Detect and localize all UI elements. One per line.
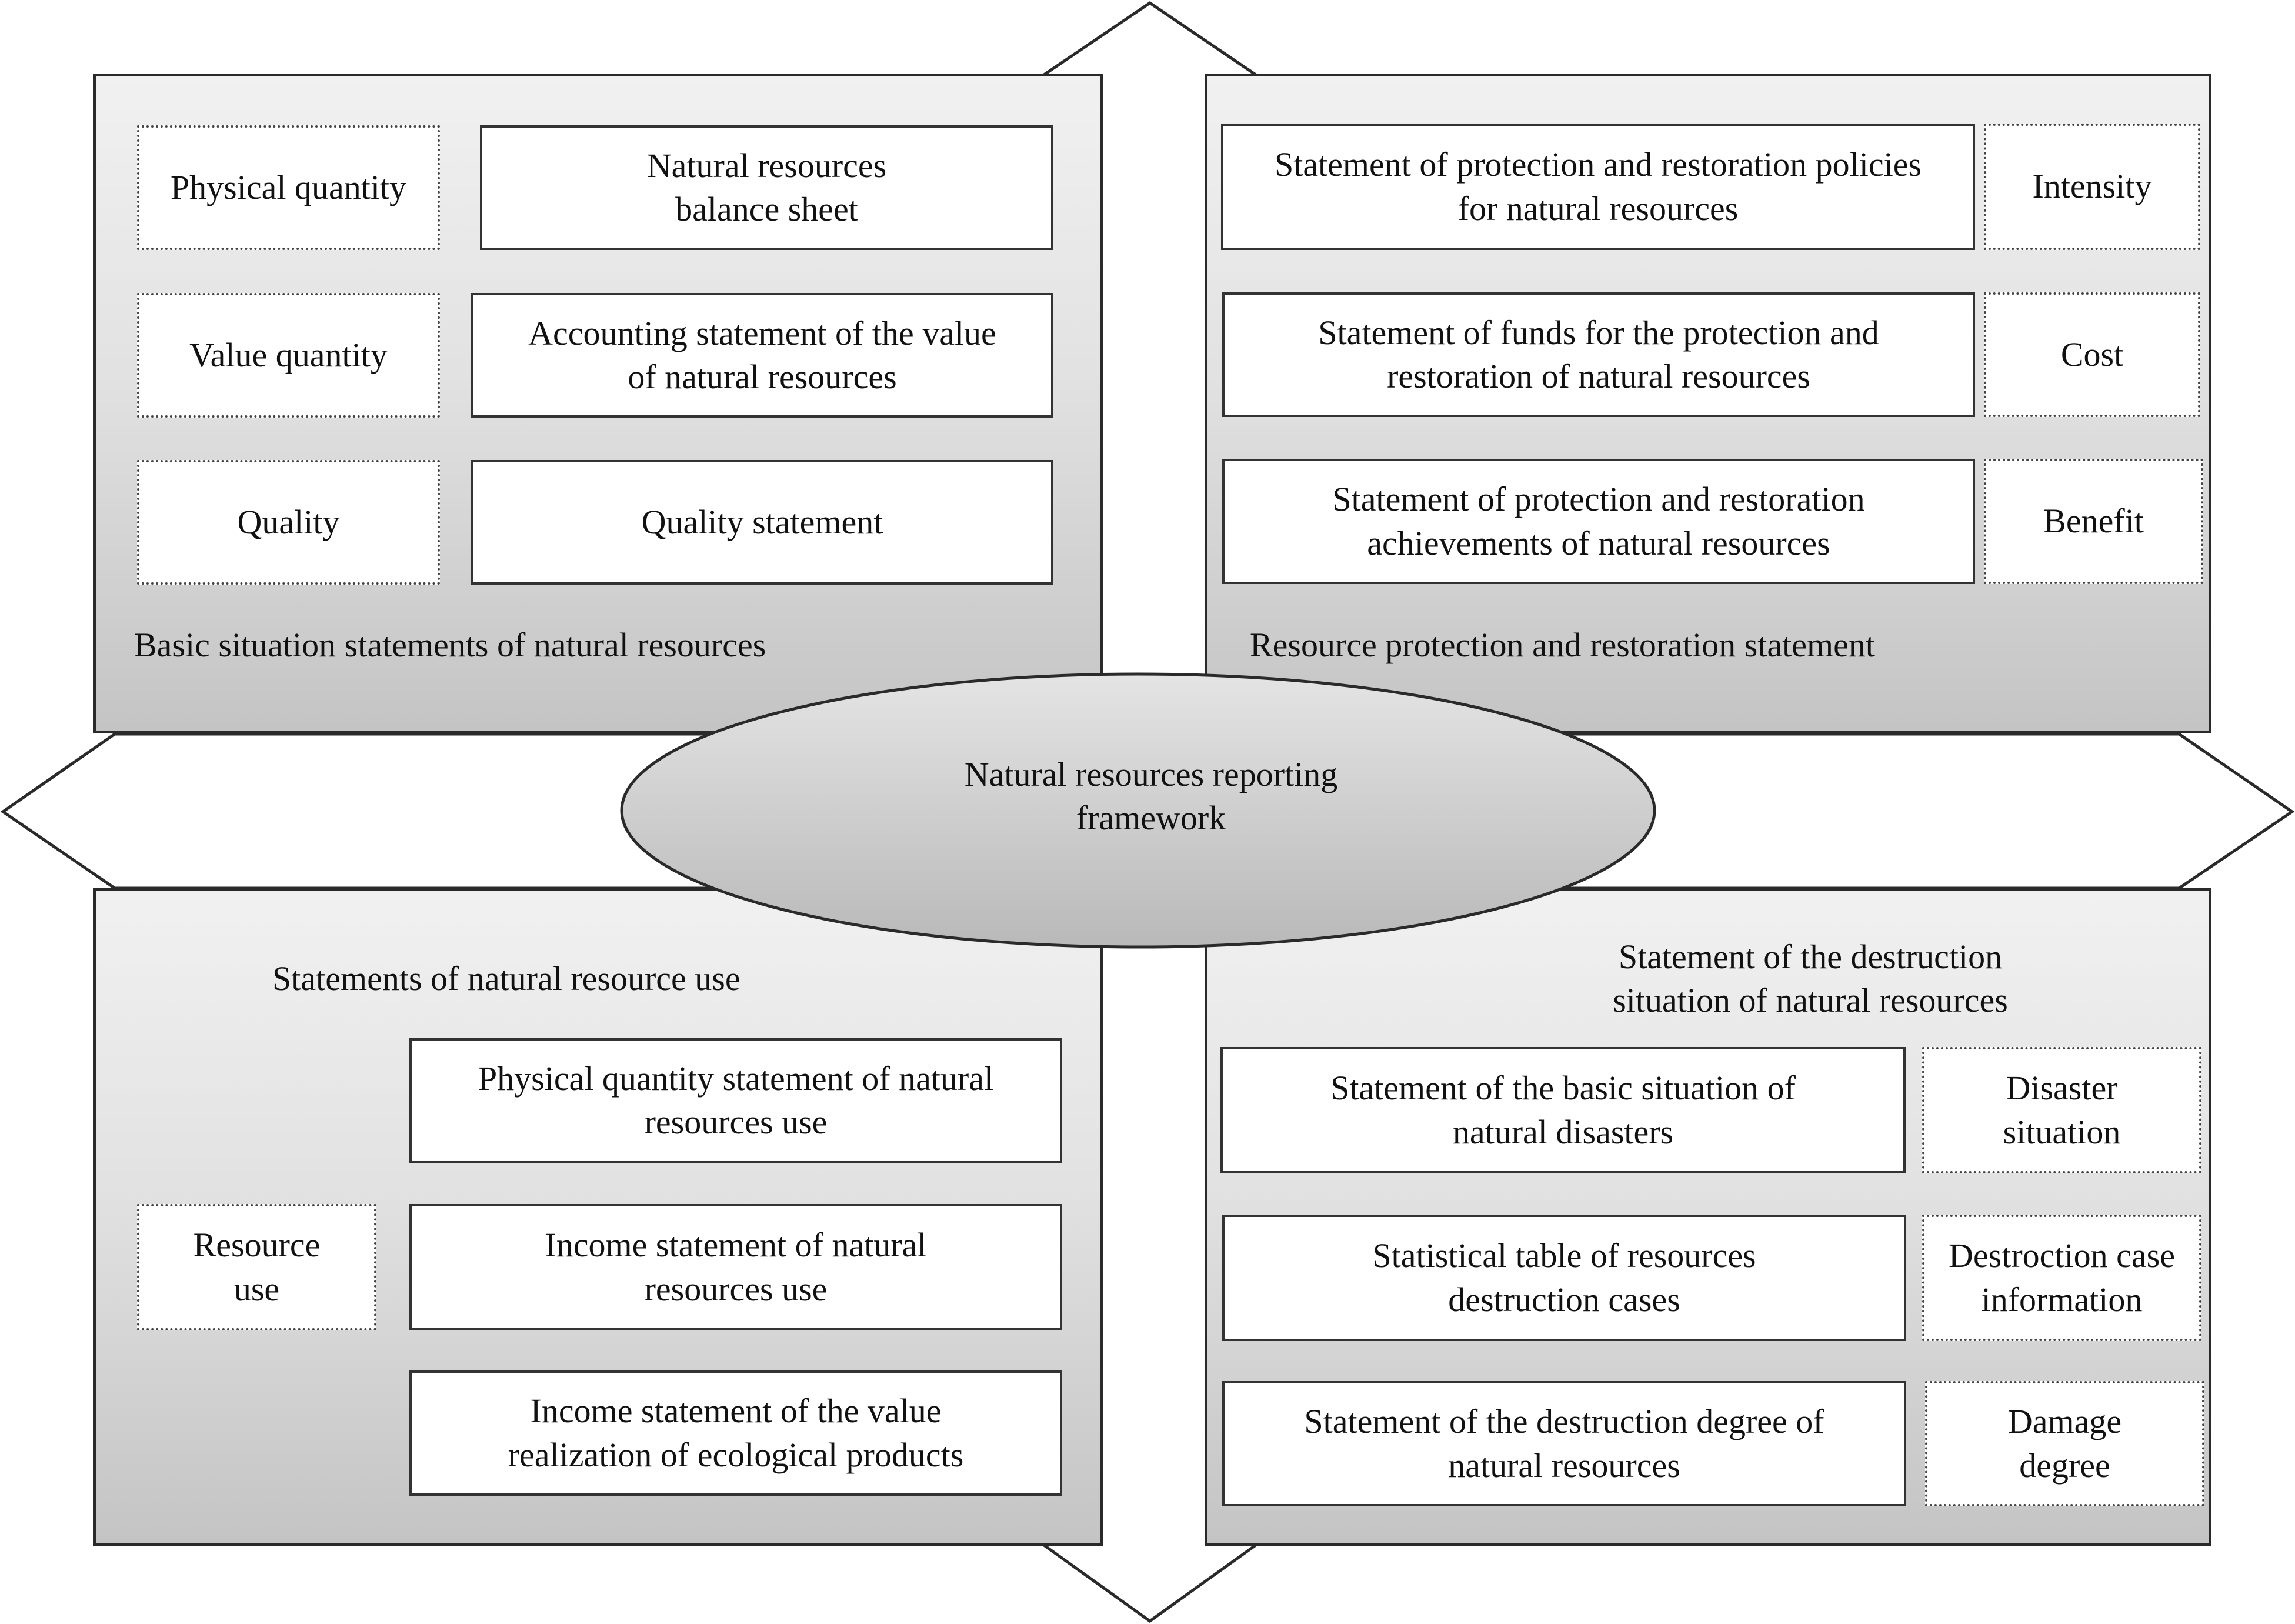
tag-cost: Cost [1984,292,2200,417]
tag-resource-use: Resource use [137,1204,376,1330]
tag-intensity: Intensity [1984,124,2200,250]
tag-label: Value quantity [189,335,388,374]
statement-natural-disasters: Statement of the basic situation of natu… [1220,1047,1906,1173]
tag-benefit: Benefit [1984,459,2203,584]
tag-label: Destroction case information [1949,1236,2175,1319]
tag-label: Physical quantity [170,168,407,206]
tag-label: Quality [237,502,340,541]
tag-disaster-situation: Disaster situation [1922,1047,2201,1173]
tag-label: Resource use [193,1226,321,1308]
statement-label: Income statement of the value realizatio… [508,1392,964,1474]
panel-title: Statement of the destruction situation o… [1613,938,2008,1020]
statement-label: Statement of protection and restoration … [1332,480,1865,562]
statement-destruction-degree: Statement of the destruction degree of n… [1222,1381,1906,1506]
panel-title: Basic situation statements of natural re… [134,626,766,664]
tag-value-quantity: Value quantity [137,293,440,418]
panel-destruction: Statement of the destruction situation o… [1205,888,2211,1546]
tag-destroction-case-information: Destroction case information [1922,1215,2201,1341]
panel-protection-restoration: Statement of protection and restoration … [1205,74,2211,733]
statement-destruction-cases: Statistical table of resources destructi… [1222,1215,1906,1341]
statement-label: Income statement of natural resources us… [545,1226,927,1308]
center-title: Natural resources reporting framework [964,755,1338,838]
statement-label: Statement of the destruction degree of n… [1304,1402,1824,1485]
statement-protection-achievements: Statement of protection and restoration … [1222,459,1975,584]
statement-protection-policies: Statement of protection and restoration … [1221,124,1975,250]
panel-basic-situation: Physical quantity Natural resources bala… [93,74,1103,733]
statement-protection-funds: Statement of funds for the protection an… [1222,292,1975,417]
statement-balance-sheet: Natural resources balance sheet [480,125,1053,250]
statement-label: Statistical table of resources destructi… [1372,1236,1756,1319]
statement-value-accounting: Accounting statement of the value of nat… [471,293,1053,418]
tag-label: Cost [2060,335,2124,374]
tag-physical-quantity: Physical quantity [137,125,440,250]
panel-title: Resource protection and restoration stat… [1250,626,1875,664]
statement-physical-use: Physical quantity statement of natural r… [409,1038,1062,1163]
statement-label: Physical quantity statement of natural r… [478,1059,994,1141]
tag-quality: Quality [137,460,440,585]
tag-label: Intensity [2032,167,2152,206]
statement-label: Statement of the basic situation of natu… [1330,1069,1796,1151]
statement-label: Accounting statement of the value of nat… [528,314,996,396]
statement-label: Natural resources balance sheet [646,146,887,228]
statement-income-ecological: Income statement of the value realizatio… [409,1370,1062,1496]
statement-label: Statement of protection and restoration … [1274,145,1922,228]
panel-resource-use: Statements of natural resource use Physi… [93,888,1103,1546]
statement-income-use: Income statement of natural resources us… [409,1204,1062,1330]
tag-label: Disaster situation [2003,1069,2121,1151]
statement-quality: Quality statement [471,460,1053,585]
statement-label: Statement of funds for the protection an… [1318,313,1879,395]
tag-damage-degree: Damage degree [1925,1381,2204,1506]
statement-label: Quality statement [641,502,883,541]
tag-label: Benefit [2043,502,2144,541]
tag-label: Damage degree [2007,1402,2122,1485]
panel-title: Statements of natural resource use [272,959,740,998]
